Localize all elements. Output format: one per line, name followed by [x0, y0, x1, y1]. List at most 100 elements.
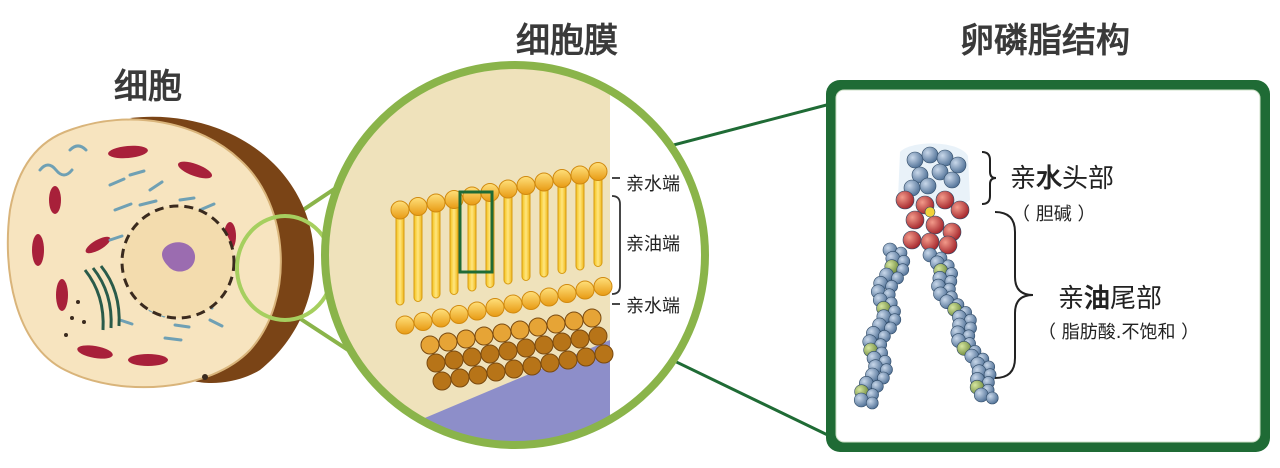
head-note: （ 胆碱 ）	[1012, 204, 1095, 225]
lipid-head	[564, 311, 584, 331]
lipid-head	[498, 179, 518, 199]
lecithin-panel: 亲水头部 （ 胆碱 ） 亲油尾部 （ 脂肪酸.不饱和 ）	[826, 80, 1270, 452]
atom	[985, 391, 999, 405]
lipid-tail	[431, 202, 441, 299]
lipid-head	[395, 315, 415, 335]
atom	[943, 171, 961, 189]
lipid-head	[485, 298, 505, 317]
lipid-tail	[413, 206, 423, 302]
lipid-head	[420, 335, 440, 355]
lipid-head	[570, 165, 590, 185]
atom	[853, 392, 869, 408]
head-bracket	[981, 151, 997, 205]
tail-label: 亲油尾部	[1058, 284, 1162, 314]
lipid-head	[503, 294, 523, 314]
atom	[865, 396, 879, 410]
golgi-apparatus	[83, 265, 121, 331]
lipid-head	[588, 326, 608, 346]
lipid-head	[528, 317, 548, 337]
atom	[906, 151, 924, 169]
lipid-head	[552, 169, 572, 188]
lipid-head	[431, 308, 451, 328]
atom	[938, 235, 958, 255]
tail-note: （ 脂肪酸.不饱和 ）	[1038, 322, 1199, 343]
lipid-head	[552, 332, 572, 352]
lipid-head	[456, 329, 476, 349]
atom	[935, 190, 955, 210]
lipid-head	[438, 332, 458, 352]
nucleolus	[162, 242, 196, 272]
lipid-head	[492, 323, 512, 343]
lecithin-title: 卵磷脂结构	[960, 21, 1130, 61]
atom	[925, 215, 945, 235]
atom	[895, 190, 915, 210]
lipid-tail	[593, 171, 603, 267]
lipid-head	[516, 176, 536, 195]
lipid-head	[594, 344, 614, 364]
lipid-head	[390, 200, 410, 220]
lipid-head	[462, 186, 482, 206]
lipid-head	[444, 350, 464, 370]
lipid-head	[521, 291, 541, 310]
lipid-head	[534, 335, 554, 355]
lipid-tail	[539, 181, 549, 278]
atom	[919, 177, 937, 195]
lipid-bilayer	[390, 162, 614, 391]
lipid-head	[504, 359, 524, 379]
lipid-head	[534, 172, 554, 192]
atom	[950, 200, 970, 220]
head-label: 亲水头部	[1010, 164, 1114, 194]
lipid-head	[408, 197, 428, 216]
atom	[949, 156, 967, 174]
lipid-head	[570, 329, 590, 349]
ribosome-dots	[64, 300, 208, 380]
lipid-head	[486, 362, 506, 382]
membrane-magnifier: 亲水端 亲油端 亲水端	[321, 61, 709, 449]
lipid-head	[540, 353, 560, 373]
lipid-head	[510, 320, 530, 340]
lipid-head	[413, 312, 433, 331]
label-lipophilic: 亲油端	[626, 234, 680, 255]
lipid-head	[462, 347, 482, 367]
lipid-tail	[467, 195, 477, 292]
lipid-tail	[503, 188, 513, 285]
lipid-head	[474, 326, 494, 346]
lipid-head	[558, 350, 578, 370]
tail-bracket	[994, 211, 1034, 379]
lipid-tail	[575, 174, 585, 271]
lipid-head	[450, 368, 470, 388]
atom	[921, 146, 939, 164]
membrane-brackets	[611, 177, 621, 305]
lipid-head	[593, 277, 613, 296]
lipid-head	[449, 305, 469, 324]
lipid-head	[498, 341, 518, 361]
lipid-head	[426, 193, 446, 213]
zoom-box	[458, 190, 494, 274]
chloroplasts	[32, 145, 236, 366]
atom	[973, 387, 989, 403]
membrane-title: 细胞膜	[516, 21, 618, 61]
lipid-tail	[449, 199, 459, 295]
lipid-tail	[521, 185, 531, 281]
label-hydrophilic-bottom: 亲水端	[626, 296, 680, 317]
lecithin-molecule	[853, 143, 999, 410]
lipid-head	[432, 371, 452, 391]
atom	[931, 163, 949, 181]
lipid-head	[546, 314, 566, 334]
atom	[902, 230, 922, 250]
lipid-tail	[395, 209, 405, 306]
lipid-head	[468, 365, 488, 385]
lipid-head	[522, 356, 542, 376]
lipid-head	[516, 338, 536, 358]
lipid-head	[539, 287, 559, 307]
lipid-tail	[557, 178, 567, 274]
lipid-head	[557, 284, 577, 303]
label-hydrophilic-top: 亲水端	[626, 174, 680, 195]
lipid-head	[480, 344, 500, 364]
lipid-head	[582, 308, 602, 328]
lipid-head	[426, 353, 446, 373]
atom	[924, 206, 936, 218]
atom	[905, 210, 925, 230]
plant-cell	[6, 116, 335, 389]
